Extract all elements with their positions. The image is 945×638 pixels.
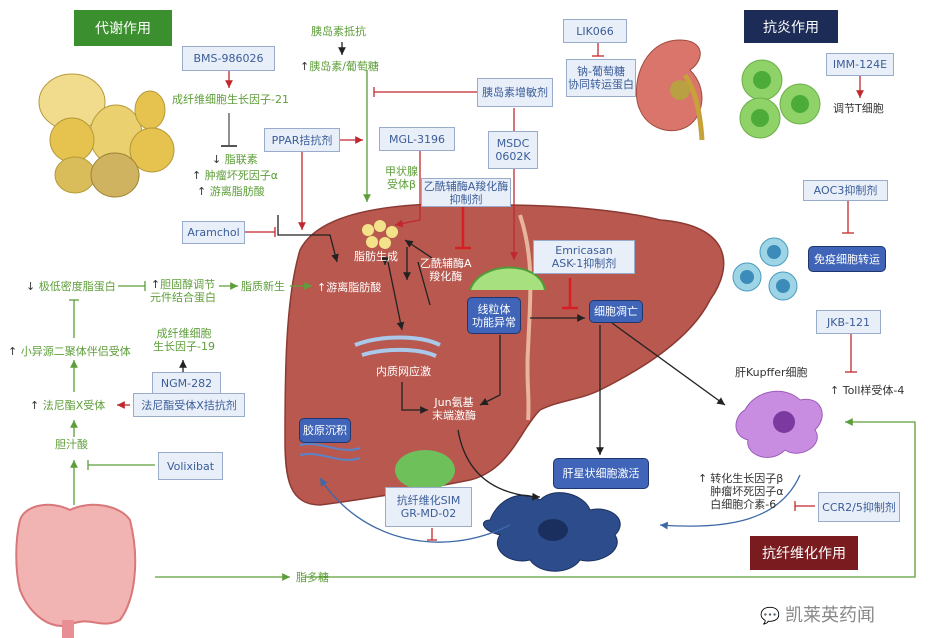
up-arrow-icon: ↑	[317, 281, 327, 294]
up-arrow-icon: ↑	[698, 472, 708, 485]
section-anti-inflammatory-title: 抗炎作用	[744, 10, 838, 43]
lipid-droplets	[362, 220, 398, 249]
label-tnfa-text: 肿瘤坏死因子α	[204, 169, 278, 182]
label-srebp: ↑胆固醇调节 元件结合蛋白	[150, 278, 216, 304]
label-treg: 调节T细胞	[833, 102, 884, 115]
sglt-transporter: 钠-葡萄糖 协同转运蛋白	[566, 59, 636, 97]
label-fxr-text: 法尼酯X受体	[42, 399, 106, 412]
intestine-illustration	[15, 503, 137, 638]
label-jnk: Jun氨基 末端激酶	[432, 396, 476, 422]
label-ffa-left: ↑ 游离脂肪酸	[197, 185, 265, 198]
label-ffa-left-text: 游离脂肪酸	[209, 185, 265, 198]
kidney-illustration	[635, 39, 705, 141]
drug-jkb-121: JKB-121	[816, 310, 881, 334]
drug-imm-124e: IMM-124E	[826, 53, 894, 76]
node-apoptosis: 细胞凋亡	[589, 300, 643, 323]
label-adiponectin: ↓ 脂联素	[212, 153, 258, 166]
drug-ccr2-5-inhibitor: CCR2/5抑制剂	[818, 492, 900, 522]
watermark: 💬 凯莱英药闻	[760, 605, 875, 627]
drug-sim-gr-md-02: 抗纤维化SIM GR-MD-02	[385, 487, 472, 527]
label-cytokines-text: 转化生长因子β 肿瘤坏死因子α 白细胞介素-6	[710, 472, 784, 511]
label-fxr: ↑ 法尼酯X受体	[30, 399, 105, 412]
up-arrow-icon: ↑	[197, 185, 210, 198]
label-shp-text: 小异源二聚体伴侣受体	[20, 345, 131, 358]
label-ffa-liver: ↑游离脂肪酸	[317, 281, 381, 294]
label-kupffer-cell: 肝Kupffer细胞	[735, 366, 808, 379]
up-arrow-icon: ↑	[192, 169, 205, 182]
stellate-cell-illustration	[482, 492, 621, 572]
drug-volixibat: Volixibat	[158, 452, 223, 480]
down-arrow-icon: ↓	[26, 280, 39, 293]
label-srebp-text: 胆固醇调节 元件结合蛋白	[150, 278, 216, 304]
label-er-stress: 内质网应激	[376, 365, 431, 378]
up-arrow-icon: ↑	[8, 345, 21, 358]
t-cells-illustration	[739, 59, 821, 139]
section-anti-fibrotic-title: 抗纤维化作用	[750, 536, 858, 570]
down-arrow-icon: ↓	[212, 153, 225, 166]
label-insulin-glucose-text: 胰岛素/葡萄糖	[309, 60, 379, 73]
watermark-text: 凯莱英药闻	[785, 605, 876, 626]
label-lipogenesis-left: 脂质新生	[241, 280, 285, 293]
label-tnfa: ↑ 肿瘤坏死因子α	[192, 169, 278, 182]
label-acc: 乙酰辅酶A 羧化酶	[420, 257, 472, 283]
drug-ppar-agonist: PPAR拮抗剂	[264, 128, 340, 152]
label-fgf19: 成纤维细胞 生长因子-19	[153, 327, 215, 353]
label-lipogenesis-liver: 脂肪生成	[354, 250, 398, 263]
label-lps: 脂多糖	[296, 571, 329, 584]
drug-insulin-sensitizer: 胰岛素增敏剂	[477, 78, 553, 107]
label-adiponectin-text: 脂联素	[224, 153, 258, 166]
label-bile-acid: 胆汁酸	[55, 438, 88, 451]
up-arrow-icon: ↑	[150, 278, 161, 291]
label-insulin-glucose: ↑胰岛素/葡萄糖	[300, 60, 379, 73]
drug-aoc3-inhibitor: AOC3抑制剂	[803, 180, 888, 201]
drug-aramchol: Aramchol	[182, 221, 245, 244]
drug-msdc-0602k: MSDC 0602K	[488, 131, 538, 169]
wechat-icon: 💬	[760, 606, 786, 625]
label-insulin-resistance: 胰岛素抵抗	[311, 25, 366, 38]
node-mito-dysfunction: 线粒体 功能异常	[467, 297, 521, 334]
label-shp: ↑ 小异源二聚体伴侣受体	[8, 345, 131, 358]
label-thyroid-receptor: 甲状腺 受体β	[385, 165, 418, 191]
node-hsc-activation: 肝星状细胞激活	[553, 458, 649, 489]
immune-cells-illustration	[732, 237, 798, 301]
label-vldl: ↓ 极低密度脂蛋白	[26, 280, 116, 293]
drug-emricasan-ask1: Emricasan ASK-1抑制剂	[533, 240, 635, 274]
kupffer-cell-illustration	[735, 390, 823, 458]
up-arrow-icon: ↑	[30, 399, 43, 412]
drug-mgl-3196: MGL-3196	[379, 127, 455, 151]
up-arrow-icon: ↑	[830, 384, 843, 397]
drug-ngm-282: NGM-282	[152, 372, 221, 394]
drug-acc-inhibitor: 乙酰辅酶A羧化酶 抑制剂	[421, 178, 511, 207]
adipocyte-illustration	[38, 73, 175, 198]
up-arrow-icon: ↑	[300, 60, 310, 73]
label-vldl-text: 极低密度脂蛋白	[38, 280, 116, 293]
label-fgf21: 成纤维细胞生长因子-21	[172, 93, 289, 106]
drug-bms-986026: BMS-986026	[182, 46, 275, 71]
label-cytokines: ↑转化生长因子β 肿瘤坏死因子α 白细胞介素-6	[698, 472, 783, 511]
drug-lik066: LIK066	[563, 19, 627, 43]
label-tlr4-text: Toll样受体-4	[842, 384, 905, 397]
label-ffa-liver-text: 游离脂肪酸	[326, 281, 382, 294]
node-collagen-deposition: 胶原沉积	[299, 418, 351, 443]
drug-fxr-agonist: 法尼酯受体X拮抗剂	[133, 393, 245, 417]
node-immune-trafficking: 免疫细胞转运	[808, 246, 886, 272]
liver-illustration	[284, 203, 725, 506]
label-tlr4: ↑ Toll样受体-4	[830, 384, 904, 397]
section-metabolic-title: 代谢作用	[74, 10, 172, 46]
